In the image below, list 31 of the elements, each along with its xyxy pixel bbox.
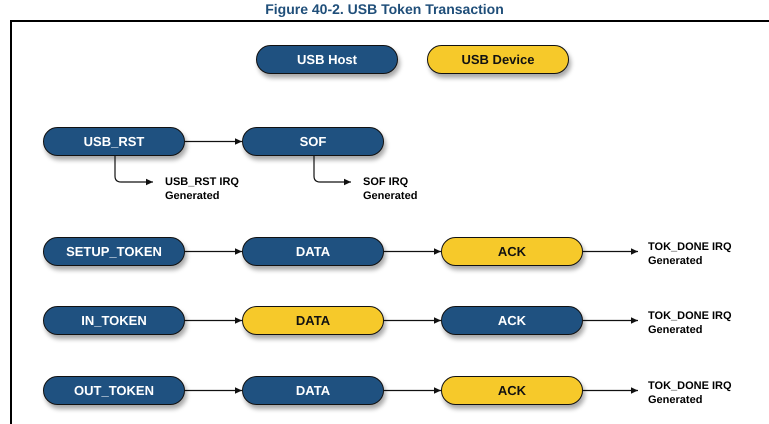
event-text: SOF IRQ Generated xyxy=(363,175,463,203)
event-text: TOK_DONE IRQ Generated xyxy=(648,309,740,337)
arrow xyxy=(384,317,441,324)
figure-title: Figure 40-2. USB Token Transaction xyxy=(264,1,505,17)
arrow xyxy=(583,387,638,394)
process-pill: ACK xyxy=(441,376,583,405)
event-text: USB_RST IRQ Generated xyxy=(165,175,265,203)
process-pill: OUT_TOKEN xyxy=(43,376,185,405)
process-pill: ACK xyxy=(441,306,583,335)
event-text: TOK_DONE IRQ Generated xyxy=(648,379,740,407)
process-pill: SETUP_TOKEN xyxy=(43,237,185,266)
process-pill: DATA xyxy=(242,306,384,335)
arrow xyxy=(583,317,638,324)
process-pill: DATA xyxy=(242,376,384,405)
legend-key: USB Host xyxy=(256,45,398,74)
arrow xyxy=(185,387,242,394)
process-pill: ACK xyxy=(441,237,583,266)
arrow xyxy=(583,248,638,255)
process-pill: USB_RST xyxy=(43,127,185,156)
process-pill: IN_TOKEN xyxy=(43,306,185,335)
arrow xyxy=(313,156,351,186)
event-text: TOK_DONE IRQ Generated xyxy=(648,240,740,268)
arrow xyxy=(384,248,441,255)
arrow xyxy=(185,248,242,255)
process-pill: DATA xyxy=(242,237,384,266)
arrow xyxy=(114,156,153,186)
arrow xyxy=(185,317,242,324)
arrow xyxy=(384,387,441,394)
process-pill: SOF xyxy=(242,127,384,156)
legend-key: USB Device xyxy=(427,45,569,74)
arrow xyxy=(185,138,242,145)
